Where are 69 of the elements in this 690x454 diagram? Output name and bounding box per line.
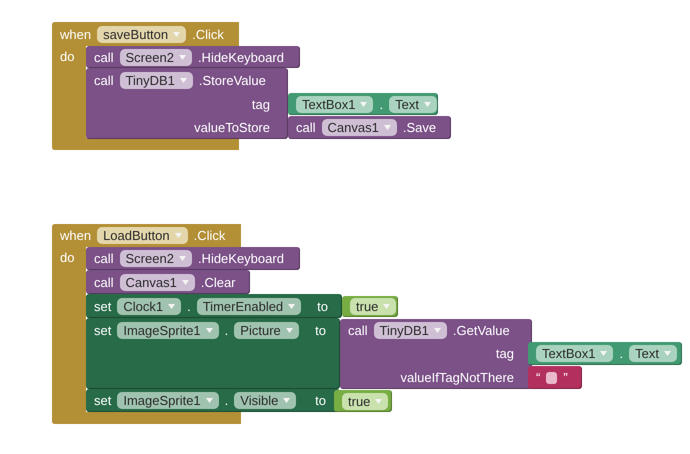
event-name-label: .Click xyxy=(194,229,226,242)
component-dropdown: Canvas1 xyxy=(120,274,195,290)
method-call-block xyxy=(86,270,250,294)
dot-separator: . xyxy=(619,347,624,360)
block-keyword: when xyxy=(60,28,92,40)
block-keyword: call xyxy=(348,324,368,337)
method-call-block xyxy=(288,116,451,139)
property-dropdown: TimerEnabled xyxy=(196,298,302,314)
component-dropdown: ImageSprite1 xyxy=(117,322,219,338)
socket-label: valueIfTagNotThere xyxy=(400,370,514,384)
component-dropdown: Screen2 xyxy=(120,250,192,267)
component-dropdown: Screen2 xyxy=(120,48,192,66)
property-dropdown: Visible xyxy=(234,392,296,409)
component-dropdown: Canvas1 xyxy=(322,119,397,136)
boolean-block xyxy=(334,390,392,412)
method-name-label: .Clear xyxy=(200,276,236,288)
block-keyword: call xyxy=(94,276,114,288)
dot-separator: . xyxy=(379,98,384,110)
block-keyword: do xyxy=(60,251,74,264)
boolean-dropdown: true xyxy=(342,392,388,410)
block-keyword: call xyxy=(296,121,316,134)
socket-label: valueToStore xyxy=(194,121,270,134)
component-dropdown: LoadButton xyxy=(97,227,188,244)
block-keyword: set xyxy=(94,300,112,312)
component-dropdown: ImageSprite1 xyxy=(117,392,219,409)
socket-label: tag xyxy=(496,347,514,360)
component-dropdown: Clock1 xyxy=(117,298,182,314)
method-call-block xyxy=(86,46,300,68)
block-keyword: set xyxy=(94,394,112,407)
socket-label: tag xyxy=(252,98,270,110)
method-name-label: .Save xyxy=(402,121,436,134)
method-name-label: .HideKeyboard xyxy=(198,50,284,64)
component-dropdown: TextBox1 xyxy=(536,345,614,362)
quote-mark: ” xyxy=(563,371,568,384)
component-dropdown: TinyDB1 xyxy=(120,72,193,88)
property-dropdown: Picture xyxy=(234,322,299,338)
block-keyword: call xyxy=(94,50,114,64)
event-name-label: .Click xyxy=(192,28,224,40)
block-keyword: to xyxy=(317,300,328,312)
method-name-label: .StoreValue xyxy=(198,74,266,86)
block-keyword: set xyxy=(94,324,112,336)
block-keyword: to xyxy=(315,324,326,336)
block-keyword: call xyxy=(94,252,114,265)
method-call-block xyxy=(86,247,300,270)
property-setter-block xyxy=(86,294,342,318)
component-dropdown: TextBox1 xyxy=(296,96,374,112)
component-dropdown: saveButton xyxy=(97,26,186,42)
property-dropdown: Text xyxy=(389,96,437,112)
method-call-block xyxy=(86,68,288,139)
block-keyword: do xyxy=(60,50,74,63)
dot-separator: . xyxy=(187,300,191,312)
component-dropdown: TinyDB1 xyxy=(374,322,447,339)
dot-separator: . xyxy=(224,394,228,407)
method-name-label: .HideKeyboard xyxy=(198,252,284,265)
block-keyword: call xyxy=(94,74,114,86)
block-keyword: to xyxy=(315,394,326,407)
boolean-dropdown: true xyxy=(350,298,396,315)
property-dropdown: Text xyxy=(629,345,677,362)
block-keyword: when xyxy=(60,229,92,242)
text-string-block xyxy=(528,366,582,389)
dot-separator: . xyxy=(224,324,228,336)
method-call-block xyxy=(340,319,532,389)
quote-mark: “ xyxy=(536,371,540,384)
method-name-label: .GetValue xyxy=(452,324,510,337)
property-setter-block xyxy=(86,318,340,389)
property-getter-block xyxy=(288,93,438,115)
property-setter-block xyxy=(86,389,340,412)
property-getter-block xyxy=(528,342,682,365)
boolean-block xyxy=(342,296,398,317)
